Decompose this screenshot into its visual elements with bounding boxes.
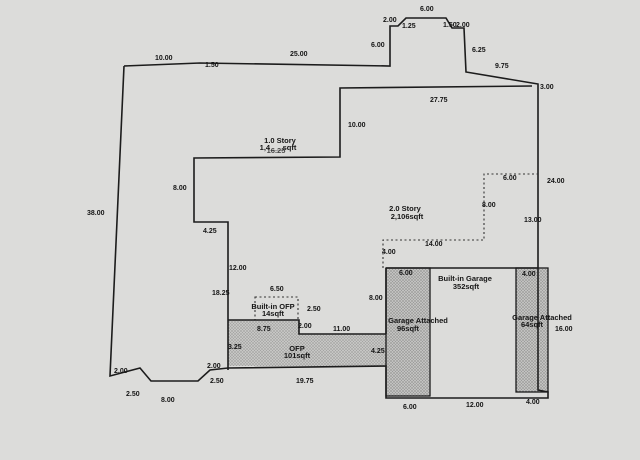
garage-att2-area: 64sqft (521, 320, 544, 329)
dim-inner-h: 4.25 (203, 228, 217, 235)
dim-2s-step: 4.00 (382, 249, 396, 256)
two-story-boundary (382, 173, 538, 268)
garage-att1-area: 96sqft (397, 324, 420, 333)
dim-porch-right: 2.50 (210, 378, 224, 385)
garage-attached-right-fill (515, 267, 549, 393)
dim-bevel-b: 2.50 (126, 391, 140, 398)
dim-bot-gar1: 6.00 (403, 404, 417, 411)
story1-area: 1,4___sqft (260, 143, 297, 152)
builtin-garage-name: Built-in Garage (438, 274, 492, 283)
dim-right-v: 24.00 (547, 178, 565, 185)
builtin-garage-area: 352sqft (453, 282, 480, 291)
dim-roof-right-v: 6.00 (371, 42, 385, 49)
ofp-porch-fill (228, 320, 386, 366)
dim-bot-gar2: 4.00 (526, 399, 540, 406)
dim-top-b: 6.00 (420, 6, 434, 13)
builtin-ofp-area: 14sqft (262, 309, 285, 318)
garage-att2-name: Garage Attached (512, 313, 572, 322)
story1-overlap: 16.25 (267, 146, 286, 155)
dim-gar-right: 4.25 (371, 348, 385, 355)
exterior-wall-outline (109, 17, 549, 399)
dim-2s-top: 6.00 (503, 175, 517, 182)
dim-roof-small: 1.50 (205, 62, 219, 69)
dim-step-v: 10.00 (348, 122, 366, 129)
dim-inner-v1: 8.00 (173, 185, 187, 192)
dim-porch-left: 2.00 (207, 363, 221, 370)
ofp-inner-wall (228, 319, 386, 335)
dim-ofp-side: 2.50 (307, 306, 321, 313)
story2-name: 2.0 Story (389, 204, 422, 213)
dim-bevel-bottom: 8.00 (161, 397, 175, 404)
dim-gar-right-v: 16.00 (555, 326, 573, 333)
dim-top-c: 1.25 (402, 23, 416, 30)
dim-notch-b: 9.75 (495, 63, 509, 70)
dim-gar1-w: 6.00 (399, 270, 413, 277)
dim-gar-v: 8.00 (369, 295, 383, 302)
dim-roof-left: 10.00 (155, 55, 173, 62)
dim-main-top: 27.75 (430, 97, 448, 104)
dim-top-e: 2.00 (456, 22, 470, 29)
dim-top-a: 2.00 (383, 17, 397, 24)
dim-2s-right: 13.00 (524, 217, 542, 224)
dim-left-v: 38.00 (87, 210, 105, 217)
dim-inner-v3: 18.25 (212, 290, 230, 297)
dim-bottom-mid: 19.75 (296, 378, 314, 385)
story2-area: 2,106sqft (391, 212, 424, 221)
dim-ofp-top: 6.50 (270, 286, 284, 293)
dim-2s-bottom: 14.00 (425, 241, 443, 248)
dim-roof-mid: 25.00 (290, 51, 308, 58)
dim-2s-v: 8.00 (482, 202, 496, 209)
dim-gar2-w: 4.00 (522, 271, 536, 278)
dim-bot-mid2: 12.00 (466, 402, 484, 409)
dim-notch-a: 6.25 (472, 47, 486, 54)
ofp-name: OFP (289, 344, 304, 353)
dim-left-small: 3.25 (228, 344, 242, 351)
dim-bevel-a: 2.00 (114, 368, 128, 375)
dim-inner-v2: 12.00 (229, 265, 247, 272)
builtin-ofp-name: Built-in OFP (251, 302, 294, 311)
dim-top-d: 1.50 (443, 22, 457, 29)
story-divider-wall (193, 85, 533, 370)
dim-corner-right: 3.00 (540, 84, 554, 91)
story1-name: 1.0 Story (264, 136, 297, 145)
dim-ofp-h: 2.00 (298, 323, 312, 330)
garage-att1-name: Garage Attached (388, 316, 448, 325)
dim-ofp-right: 11.00 (333, 326, 350, 333)
dim-ofp-w: 8.75 (257, 326, 271, 333)
ofp-area: 101sqft (284, 351, 311, 360)
